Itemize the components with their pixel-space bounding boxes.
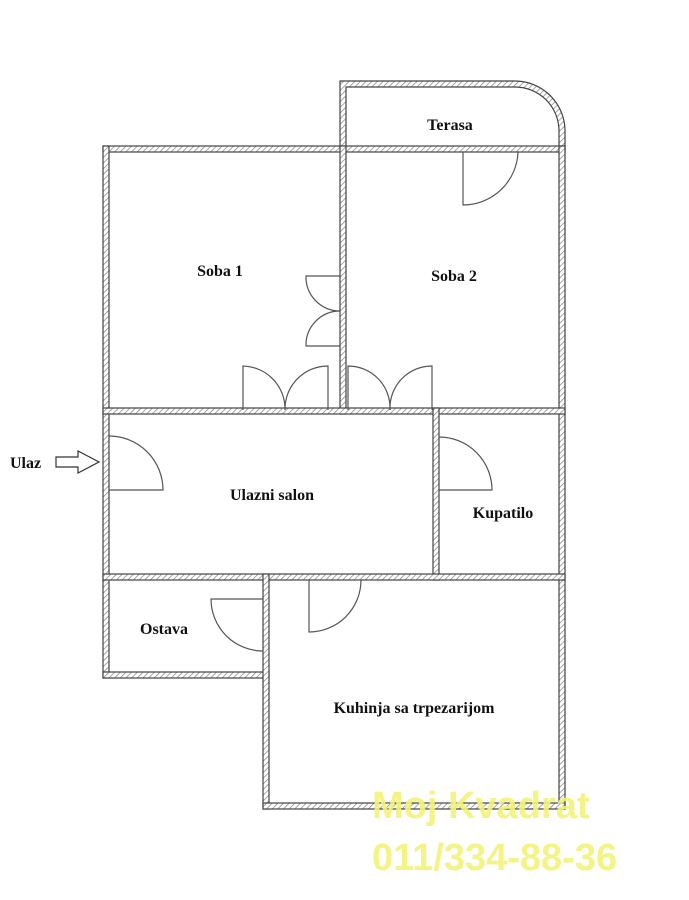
wall-lower [102,573,566,581]
door-ostava [210,598,264,652]
wall-middle [102,407,566,415]
door-soba1-left [242,365,286,411]
door-soba2-left [347,365,391,411]
wall-bottom [262,802,566,810]
wall-kupatilo [432,407,440,581]
watermark-line2: 011/334-88-36 [372,837,617,879]
wall-soba-divider [339,145,347,415]
walls [102,80,566,810]
room-label-kupatilo: Kupatilo [473,505,533,522]
entrance-opening [110,436,114,490]
room-label-ostava: Ostava [140,621,188,638]
room-label-soba2: Soba 2 [431,268,477,285]
door-soba1-right [284,365,329,411]
room-label-ulazni-salon: Ulazni salon [230,487,314,504]
wall-top [102,145,566,153]
doors [108,151,519,652]
door-terasa [462,151,519,206]
entrance-marker: Ulaz [10,450,101,474]
wall-ostava-bottom [102,671,270,679]
terrace-wall [339,80,566,151]
door-soba2-right [389,365,433,411]
door-kuhinja [308,579,362,633]
door-kupatilo [438,436,493,491]
door-soba-connect-1 [305,275,341,312]
room-label-kuhinja: Kuhinja sa trpezarijom [334,700,496,717]
room-label-terasa: Terasa [427,117,473,134]
watermark-line1: Moj Kvadrat [372,785,590,827]
room-label-soba1: Soba 1 [197,263,243,280]
wall-ostava-right [262,573,270,810]
room-labels: Terasa Soba 1 Soba 2 Ulazni salon Kupati… [140,117,533,717]
door-soba-connect-2 [305,310,341,347]
watermark: Moj Kvadrat 011/334-88-36 [372,785,617,879]
arrow-right-icon [55,450,101,474]
entrance-label: Ulaz [10,455,41,472]
door-entrance [108,435,164,491]
wall-right [558,145,566,810]
